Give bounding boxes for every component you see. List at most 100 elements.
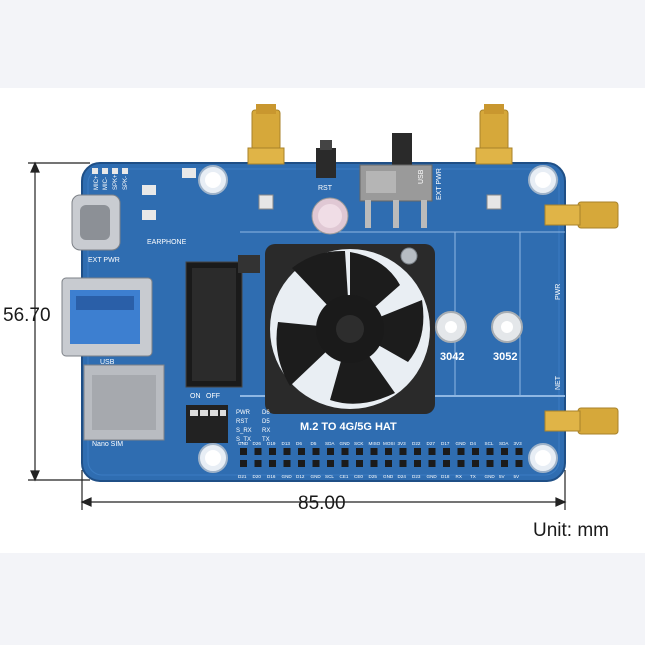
bottom-background-band: [0, 553, 645, 645]
label-mic-n: MIC-: [103, 177, 109, 190]
gpio-pin: [283, 448, 291, 455]
screw-hole-small: [400, 247, 418, 265]
gpio-pin-label-bottom: 5V: [514, 474, 521, 479]
antenna-connector-top-right: [475, 104, 513, 210]
dip-label: PWR: [236, 410, 251, 416]
usb-extpwr-switch[interactable]: [359, 133, 433, 228]
gpio-pin-label-bottom: D23: [412, 474, 421, 479]
gpio-pin-label-bottom: D24: [398, 474, 407, 479]
width-dimension-value: 85.00: [298, 493, 346, 514]
dip-pin-label: D6: [262, 410, 270, 416]
dip-switch[interactable]: [186, 405, 228, 443]
gpio-header: [240, 448, 523, 467]
label-spk-p: SPK+: [113, 174, 119, 190]
gpio-pin-label-bottom: D21: [238, 474, 247, 479]
cooling-fan: [265, 244, 435, 414]
gpio-pin-label-top: SDA: [499, 441, 509, 446]
usb-c-power-port: [71, 194, 121, 251]
label-pwr: PWR: [555, 284, 562, 300]
label-ext-pwr-top: EXT PWR: [436, 168, 443, 200]
gpio-pin-label-top: 3V3: [514, 441, 523, 446]
gpio-pin-label-top: MOSI: [383, 441, 395, 446]
gpio-pin-label-top: SDA: [325, 441, 335, 446]
dip-label: S_TX: [236, 437, 251, 443]
gpio-pin: [501, 460, 508, 467]
gpio-pin-label-bottom: GND: [485, 474, 496, 479]
label-off: OFF: [206, 393, 220, 400]
label-rst: RST: [318, 185, 333, 192]
dip-label: RST: [236, 419, 248, 425]
gpio-pin-label-bottom: GND: [311, 474, 322, 479]
dip-pin-label: D5: [262, 419, 270, 425]
gpio-pin-label-top: SCK: [354, 441, 364, 446]
label-mic-p: MIC+: [94, 175, 100, 190]
mounting-hole-bottom-right: [528, 443, 558, 473]
top-background-band: [0, 0, 645, 88]
gpio-pin: [327, 448, 334, 455]
gpio-pin-label-bottom: 5V: [499, 474, 506, 479]
gpio-pin: [486, 448, 494, 455]
gpio-pin: [515, 460, 523, 467]
gpio-pin-label-bottom: CE0: [354, 474, 363, 479]
gpio-pin-label-bottom: D20: [253, 474, 262, 479]
dip-pin-label: TX: [262, 437, 270, 443]
gpio-pin-label-bottom: SCL: [325, 474, 334, 479]
gpio-pin-label-top: SCL: [485, 441, 494, 446]
gpio-pin: [385, 448, 392, 455]
gpio-pin: [515, 448, 523, 455]
reset-button[interactable]: [316, 140, 336, 178]
gpio-pin: [457, 448, 465, 455]
gpio-pin: [254, 448, 262, 455]
gpio-pin-label-top: GND: [340, 441, 351, 446]
gpio-pin-label-top: D4: [470, 441, 476, 446]
standoff-3042: [435, 311, 467, 343]
gpio-pin: [269, 460, 276, 467]
gpio-pin-label-top: D5: [311, 441, 317, 446]
gpio-pin: [428, 448, 436, 455]
label-spk-n: SPK-: [123, 176, 129, 190]
gpio-pin: [486, 460, 494, 467]
height-dimension-line: [28, 161, 90, 482]
label-usb-top: USB: [418, 169, 425, 184]
label-nano-sim: Nano SIM: [92, 441, 123, 448]
gpio-pin: [472, 460, 479, 467]
gpio-pin-label-bottom: D18: [441, 474, 450, 479]
audio-pads: [92, 168, 196, 220]
gpio-pin-label-top: D22: [412, 441, 421, 446]
gpio-pin: [370, 460, 378, 467]
gpio-pin: [443, 448, 450, 455]
label-earphone: EARPHONE: [147, 239, 187, 246]
gpio-pin-label-top: GND: [456, 441, 467, 446]
gpio-pin: [356, 448, 363, 455]
gpio-pin: [428, 460, 436, 467]
gpio-pin-label-top: GND: [238, 441, 249, 446]
electrolytic-capacitor: [311, 197, 349, 235]
antenna-connector-right-bottom: [544, 407, 619, 435]
gpio-pin: [501, 448, 508, 455]
label-3052: 3052: [493, 351, 517, 363]
gpio-pin: [312, 460, 320, 467]
label-on: ON: [190, 393, 201, 400]
mounting-hole-top-left: [198, 165, 228, 195]
gpio-pin: [414, 448, 421, 455]
mounting-hole-top-right: [528, 165, 558, 195]
height-dimension-value: 56.70: [3, 305, 51, 326]
gpio-pin: [254, 460, 262, 467]
gpio-pin-label-bottom: CE1: [340, 474, 349, 479]
width-dimension-line: [80, 470, 567, 510]
m2-slot: [185, 255, 260, 388]
label-usb-left: USB: [100, 359, 115, 366]
unit-label: Unit: mm: [533, 520, 609, 541]
gpio-pin-label-top: D6: [296, 441, 302, 446]
gpio-pin: [399, 448, 407, 455]
gpio-pin: [298, 460, 305, 467]
gpio-pin: [283, 460, 291, 467]
antenna-connector-right-top: [544, 201, 619, 229]
gpio-pin: [356, 460, 363, 467]
gpio-pin-label-top: D19: [267, 441, 276, 446]
gpio-pin: [269, 448, 276, 455]
gpio-pin-label-bottom: RX: [456, 474, 462, 479]
